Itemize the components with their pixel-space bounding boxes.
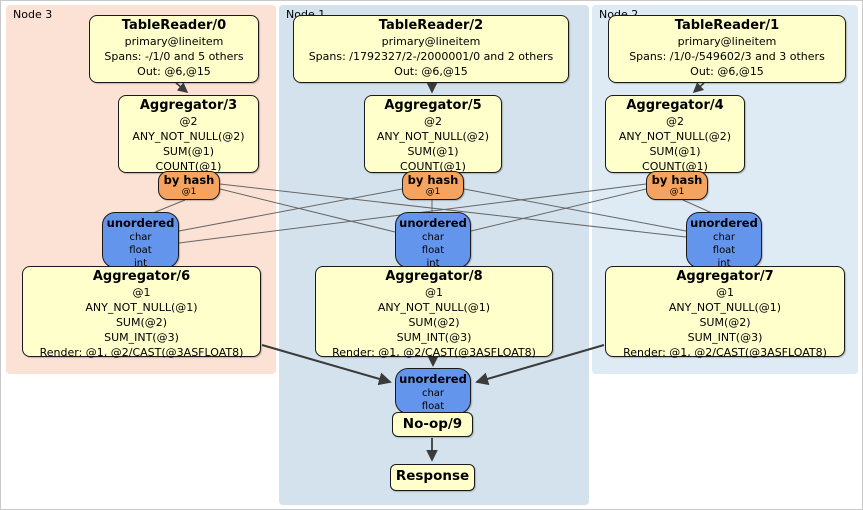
edge-hash1-unordered2	[463, 188, 687, 232]
edge-agg7-unordered-final	[475, 344, 605, 386]
edge-hash2-unordered2	[682, 199, 713, 214]
processor-title: Aggregator/7	[676, 269, 774, 284]
detail-line: SUM(@2)	[408, 316, 460, 329]
detail-line: char	[421, 232, 445, 243]
edge-tr1-agg4	[692, 82, 705, 94]
router-title: by hash	[651, 173, 703, 187]
processor-title: Aggregator/6	[92, 269, 191, 284]
detail-line: @2	[666, 115, 684, 128]
detail-line: @1	[716, 286, 734, 299]
detail-line: SUM(@2)	[699, 316, 751, 329]
router-by-hash-node1: by hash @1	[402, 171, 464, 200]
detail-line: float	[712, 245, 736, 256]
detail-line: Out: @6,@15	[394, 65, 468, 78]
detail-line: primary@lineitem	[381, 35, 481, 48]
detail-line: ANY_NOT_NULL(@2)	[618, 130, 732, 143]
response-title: Response	[395, 468, 470, 484]
edge-hash3-unordered1	[219, 188, 396, 233]
detail-line: char	[712, 232, 736, 243]
detail-line: Render: @1, @2/CAST(@3ASFLOAT8)	[623, 346, 827, 359]
router-key: @1	[425, 187, 441, 197]
detail-line: ANY_NOT_NULL(@1)	[85, 301, 198, 314]
processor-title: No-op/9	[402, 416, 463, 432]
detail-line: SUM(@1)	[407, 145, 459, 158]
detail-line: COUNT(@1)	[642, 160, 708, 173]
detail-line: SUM_INT(@3)	[687, 331, 763, 344]
response-node: Response	[390, 464, 475, 491]
detail-line: int	[426, 258, 440, 269]
detail-line: Render: @1, @2/CAST(@3ASFLOAT8)	[332, 346, 536, 359]
edge-hash3-unordered2	[219, 183, 687, 238]
sync-unordered-node3: unordered char float int	[102, 212, 179, 269]
detail-line: @2	[179, 115, 198, 128]
detail-line: SUM(@1)	[649, 145, 701, 158]
detail-line: primary@lineitem	[124, 35, 224, 48]
processor-title: TableReader/0	[121, 18, 227, 33]
processor-title: TableReader/1	[674, 18, 780, 33]
detail-line: @1	[425, 286, 443, 299]
edge-hash1-unordered3	[178, 188, 403, 232]
detail-line: Spans: -/1/0 and 5 others	[104, 50, 244, 63]
sync-title: unordered	[399, 372, 467, 386]
sync-unordered-node2: unordered char float int	[686, 212, 762, 269]
detail-line: primary@lineitem	[677, 35, 777, 48]
sync-title: unordered	[399, 216, 467, 230]
router-title: by hash	[407, 173, 459, 187]
detail-line: COUNT(@1)	[400, 160, 466, 173]
detail-line: float	[421, 245, 445, 256]
processor-title: Aggregator/4	[626, 98, 724, 113]
detail-line: Render: @1, @2/CAST(@3ASFLOAT8)	[39, 346, 244, 359]
detail-line: ANY_NOT_NULL(@1)	[668, 301, 782, 314]
sync-title: unordered	[106, 216, 175, 230]
detail-line: float	[129, 245, 152, 256]
router-by-hash-node3: by hash @1	[158, 171, 220, 200]
detail-line: Spans: /1/0-/549602/3 and 3 others	[629, 50, 825, 63]
detail-line: COUNT(@1)	[155, 160, 222, 173]
edge-agg6-unordered-final	[261, 344, 392, 386]
processor-noop-9: No-op/9	[392, 412, 473, 437]
edge-hash3-unordered3	[152, 199, 186, 214]
detail-line: SUM(@2)	[115, 316, 168, 329]
edge-tr0-agg3	[175, 82, 189, 93]
detail-line: SUM_INT(@3)	[104, 331, 179, 344]
processor-title: Aggregator/8	[385, 269, 483, 284]
router-by-hash-node2: by hash @1	[646, 171, 708, 200]
region-label: Node 3	[13, 8, 53, 21]
detail-line: ANY_NOT_NULL(@1)	[377, 301, 491, 314]
sync-unordered-node1: unordered char float int	[395, 212, 471, 269]
detail-line: char	[421, 388, 445, 399]
processor-title: TableReader/2	[378, 18, 484, 33]
detail-line: ANY_NOT_NULL(@2)	[132, 130, 245, 143]
detail-line: int	[133, 258, 148, 269]
detail-line: SUM_INT(@3)	[396, 331, 472, 344]
detail-line: float	[421, 401, 445, 412]
detail-line: ANY_NOT_NULL(@2)	[376, 130, 490, 143]
detail-line: @2	[424, 115, 442, 128]
detail-line: char	[129, 232, 152, 243]
detail-line: SUM(@1)	[162, 145, 215, 158]
sync-unordered-final: unordered char float	[395, 368, 471, 414]
detail-line: @1	[132, 286, 151, 299]
edge-hash2-unordered1	[470, 188, 647, 232]
router-key: @1	[181, 187, 197, 197]
sync-title: unordered	[690, 216, 758, 230]
detail-line: Out: @6,@15	[690, 65, 764, 78]
processor-title: Aggregator/5	[384, 98, 482, 113]
detail-line: Spans: /1792327/2-/2000001/0 and 2 other…	[308, 50, 554, 63]
router-key: @1	[669, 187, 685, 197]
processor-title: Aggregator/3	[139, 98, 238, 113]
detail-line: Out: @6,@15	[137, 65, 211, 78]
router-title: by hash	[163, 173, 215, 187]
detail-line: int	[717, 258, 731, 269]
